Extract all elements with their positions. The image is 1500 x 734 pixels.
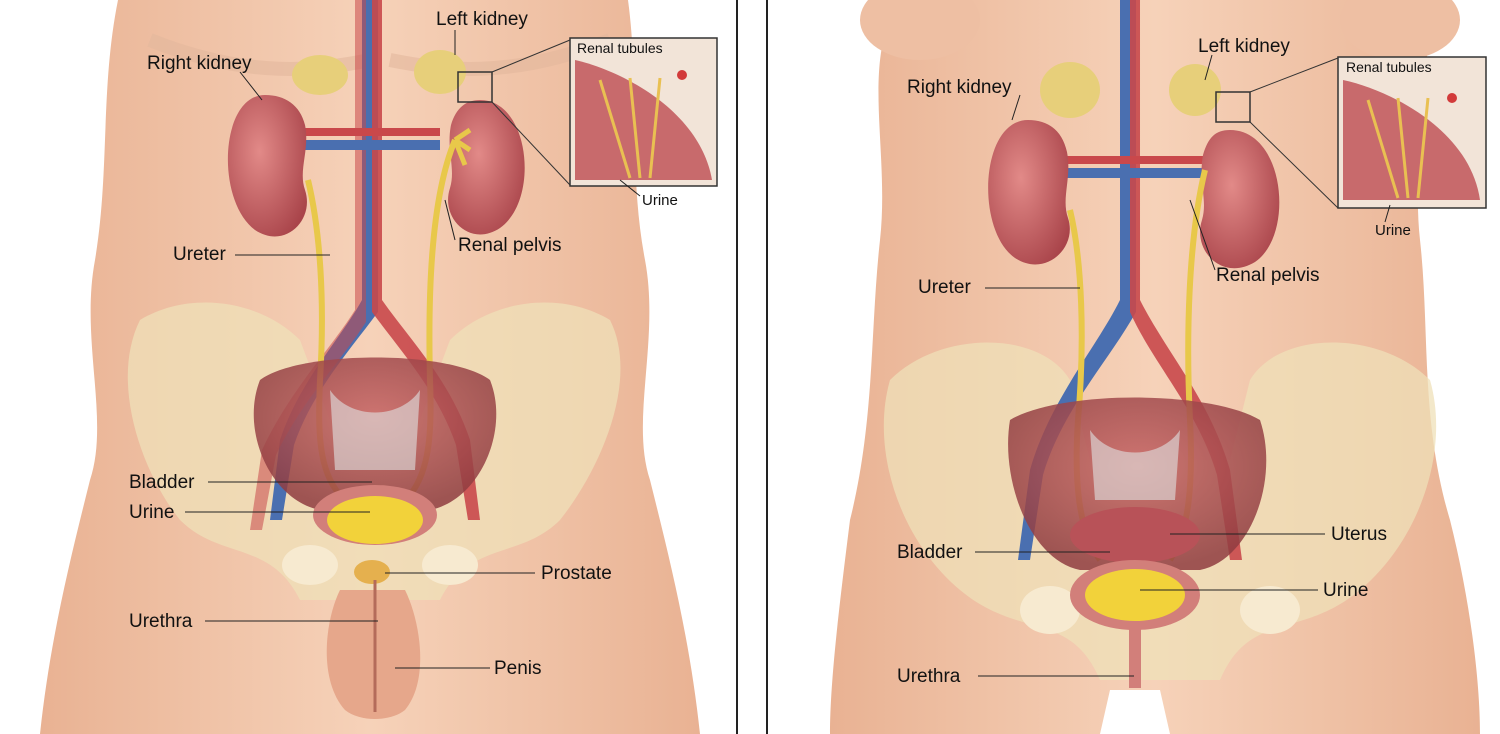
female-label-bladder: Bladder — [897, 542, 963, 563]
female-uterus — [1070, 507, 1200, 563]
male-label-urine-inset: Urine — [642, 192, 678, 209]
male-label-renal-tubules: Renal tubules — [577, 40, 663, 56]
female-urethra — [1129, 628, 1141, 688]
male-label-prostate: Prostate — [541, 563, 612, 584]
male-label-right-kidney: Right kidney — [147, 53, 252, 74]
male-penis — [326, 590, 421, 719]
female-panel — [830, 0, 1487, 734]
male-label-penis: Penis — [494, 658, 542, 679]
female-label-left-kidney: Left kidney — [1198, 36, 1290, 57]
male-panel — [0, 0, 737, 734]
male-label-left-kidney: Left kidney — [436, 9, 528, 30]
male-label-urine: Urine — [129, 502, 175, 523]
female-left-kidney — [1200, 130, 1280, 269]
female-label-uterus: Uterus — [1331, 524, 1387, 545]
female-label-right-kidney: Right kidney — [907, 77, 1012, 98]
female-label-renal-pelvis: Renal pelvis — [1216, 265, 1320, 286]
female-bladder-urine — [1085, 569, 1185, 621]
female-inset-marker — [1215, 91, 1251, 123]
female-label-urethra: Urethra — [897, 666, 961, 687]
female-label-ureter: Ureter — [918, 277, 971, 298]
leader-lines — [185, 30, 1391, 677]
female-label-urine-inset: Urine — [1375, 222, 1411, 239]
female-label-renal-tubules: Renal tubules — [1346, 59, 1432, 75]
male-label-renal-pelvis: Renal pelvis — [458, 235, 562, 256]
male-bladder-urine — [327, 496, 423, 544]
female-label-urine: Urine — [1323, 580, 1369, 601]
male-label-ureter: Ureter — [173, 244, 226, 265]
male-inset-marker — [457, 71, 493, 103]
male-label-bladder: Bladder — [129, 472, 195, 493]
male-label-urethra: Urethra — [129, 611, 193, 632]
female-right-kidney — [988, 120, 1070, 265]
male-right-kidney — [227, 95, 307, 237]
